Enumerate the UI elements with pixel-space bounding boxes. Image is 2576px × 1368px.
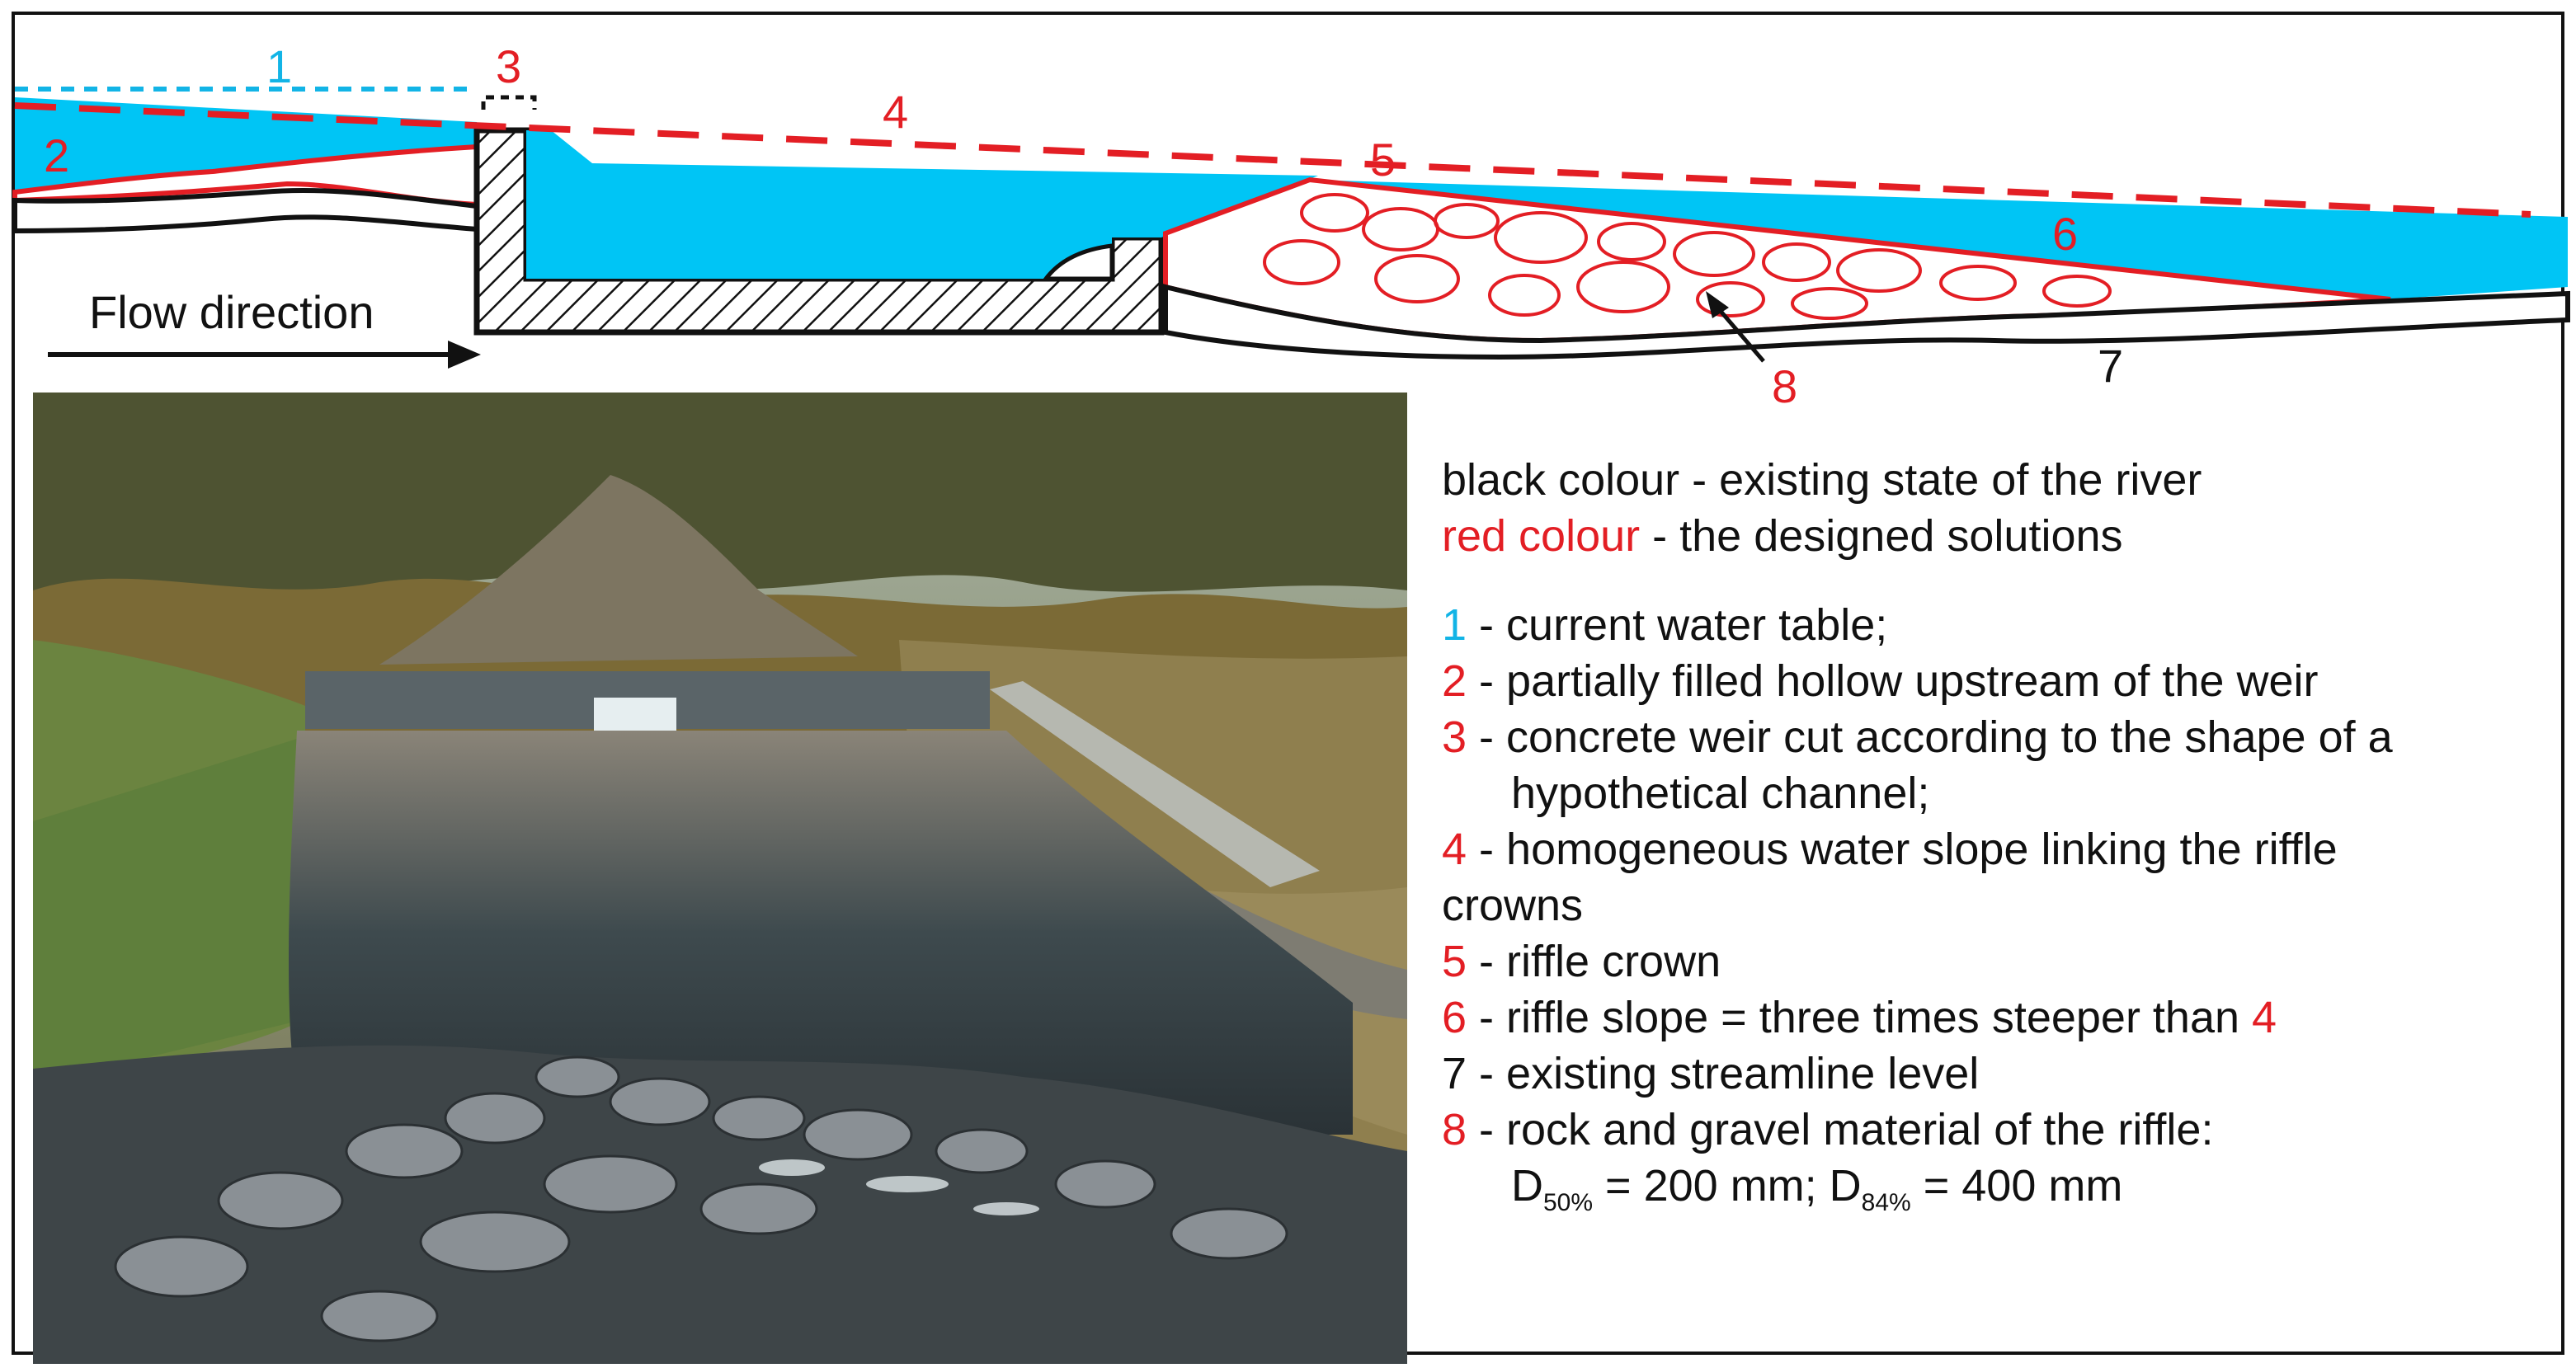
material-pointer-line — [1712, 302, 1765, 363]
river-photo — [33, 393, 1407, 1364]
marker-3: 3 — [496, 40, 521, 92]
material-pointer-head — [1706, 291, 1729, 318]
legend-item-4: 4 - homogeneous water slope linking the … — [1442, 825, 2338, 874]
marker-5: 5 — [1370, 134, 1396, 186]
legend-item-6: 6 - riffle slope = three times steeper t… — [1442, 993, 2277, 1042]
design-water-slope-line — [14, 102, 2531, 218]
river-cross-section-diagram: 1 2 3 4 5 6 7 8 Flow direction — [12, 40, 2570, 412]
legend-item-5: 5 - riffle crown — [1442, 937, 1721, 986]
legend-red-colour: red colour - the designed solutions — [1442, 511, 2123, 561]
legend: black colour - existing state of the riv… — [1442, 452, 2564, 1231]
downstream-water — [1310, 180, 2568, 299]
legend-item-3-continued: hypothetical channel; — [1511, 769, 1930, 818]
marker-4: 4 — [883, 86, 908, 138]
river-photo-illustration — [33, 393, 1407, 1364]
flow-direction-label: Flow direction — [89, 286, 374, 338]
marker-7: 7 — [2098, 340, 2123, 392]
weir-cut-bracket — [481, 95, 537, 110]
legend-item-1: 1 - current water table; — [1442, 600, 1888, 650]
marker-6: 6 — [2052, 208, 2078, 260]
legend-item-4-continued: crowns — [1442, 881, 1584, 930]
legend-grain-sizes: D50% = 200 mm; D84% = 400 mm — [1511, 1161, 2123, 1216]
weir-toe-rocks — [1041, 243, 1114, 281]
legend-item-2: 2 - partially filled hollow upstream of … — [1442, 656, 2319, 706]
downstream-bed — [1163, 284, 2570, 360]
flow-arrow-head — [448, 341, 481, 369]
legend-item-7: 7 - existing streamline level — [1442, 1049, 1980, 1098]
marker-8: 8 — [1772, 360, 1797, 412]
legend-black-colour: black colour - existing state of the riv… — [1442, 455, 2202, 505]
figure-frame: 1 2 3 4 5 6 7 8 Flow direction — [12, 12, 2570, 1364]
marker-1: 1 — [266, 40, 292, 92]
legend-item-3: 3 - concrete weir cut according to the s… — [1442, 712, 2393, 762]
legend-item-8: 8 - rock and gravel material of the riff… — [1442, 1105, 2214, 1154]
riffle-rock-texture — [1263, 193, 2112, 320]
marker-2: 2 — [44, 129, 69, 181]
basin-water — [526, 130, 1318, 279]
